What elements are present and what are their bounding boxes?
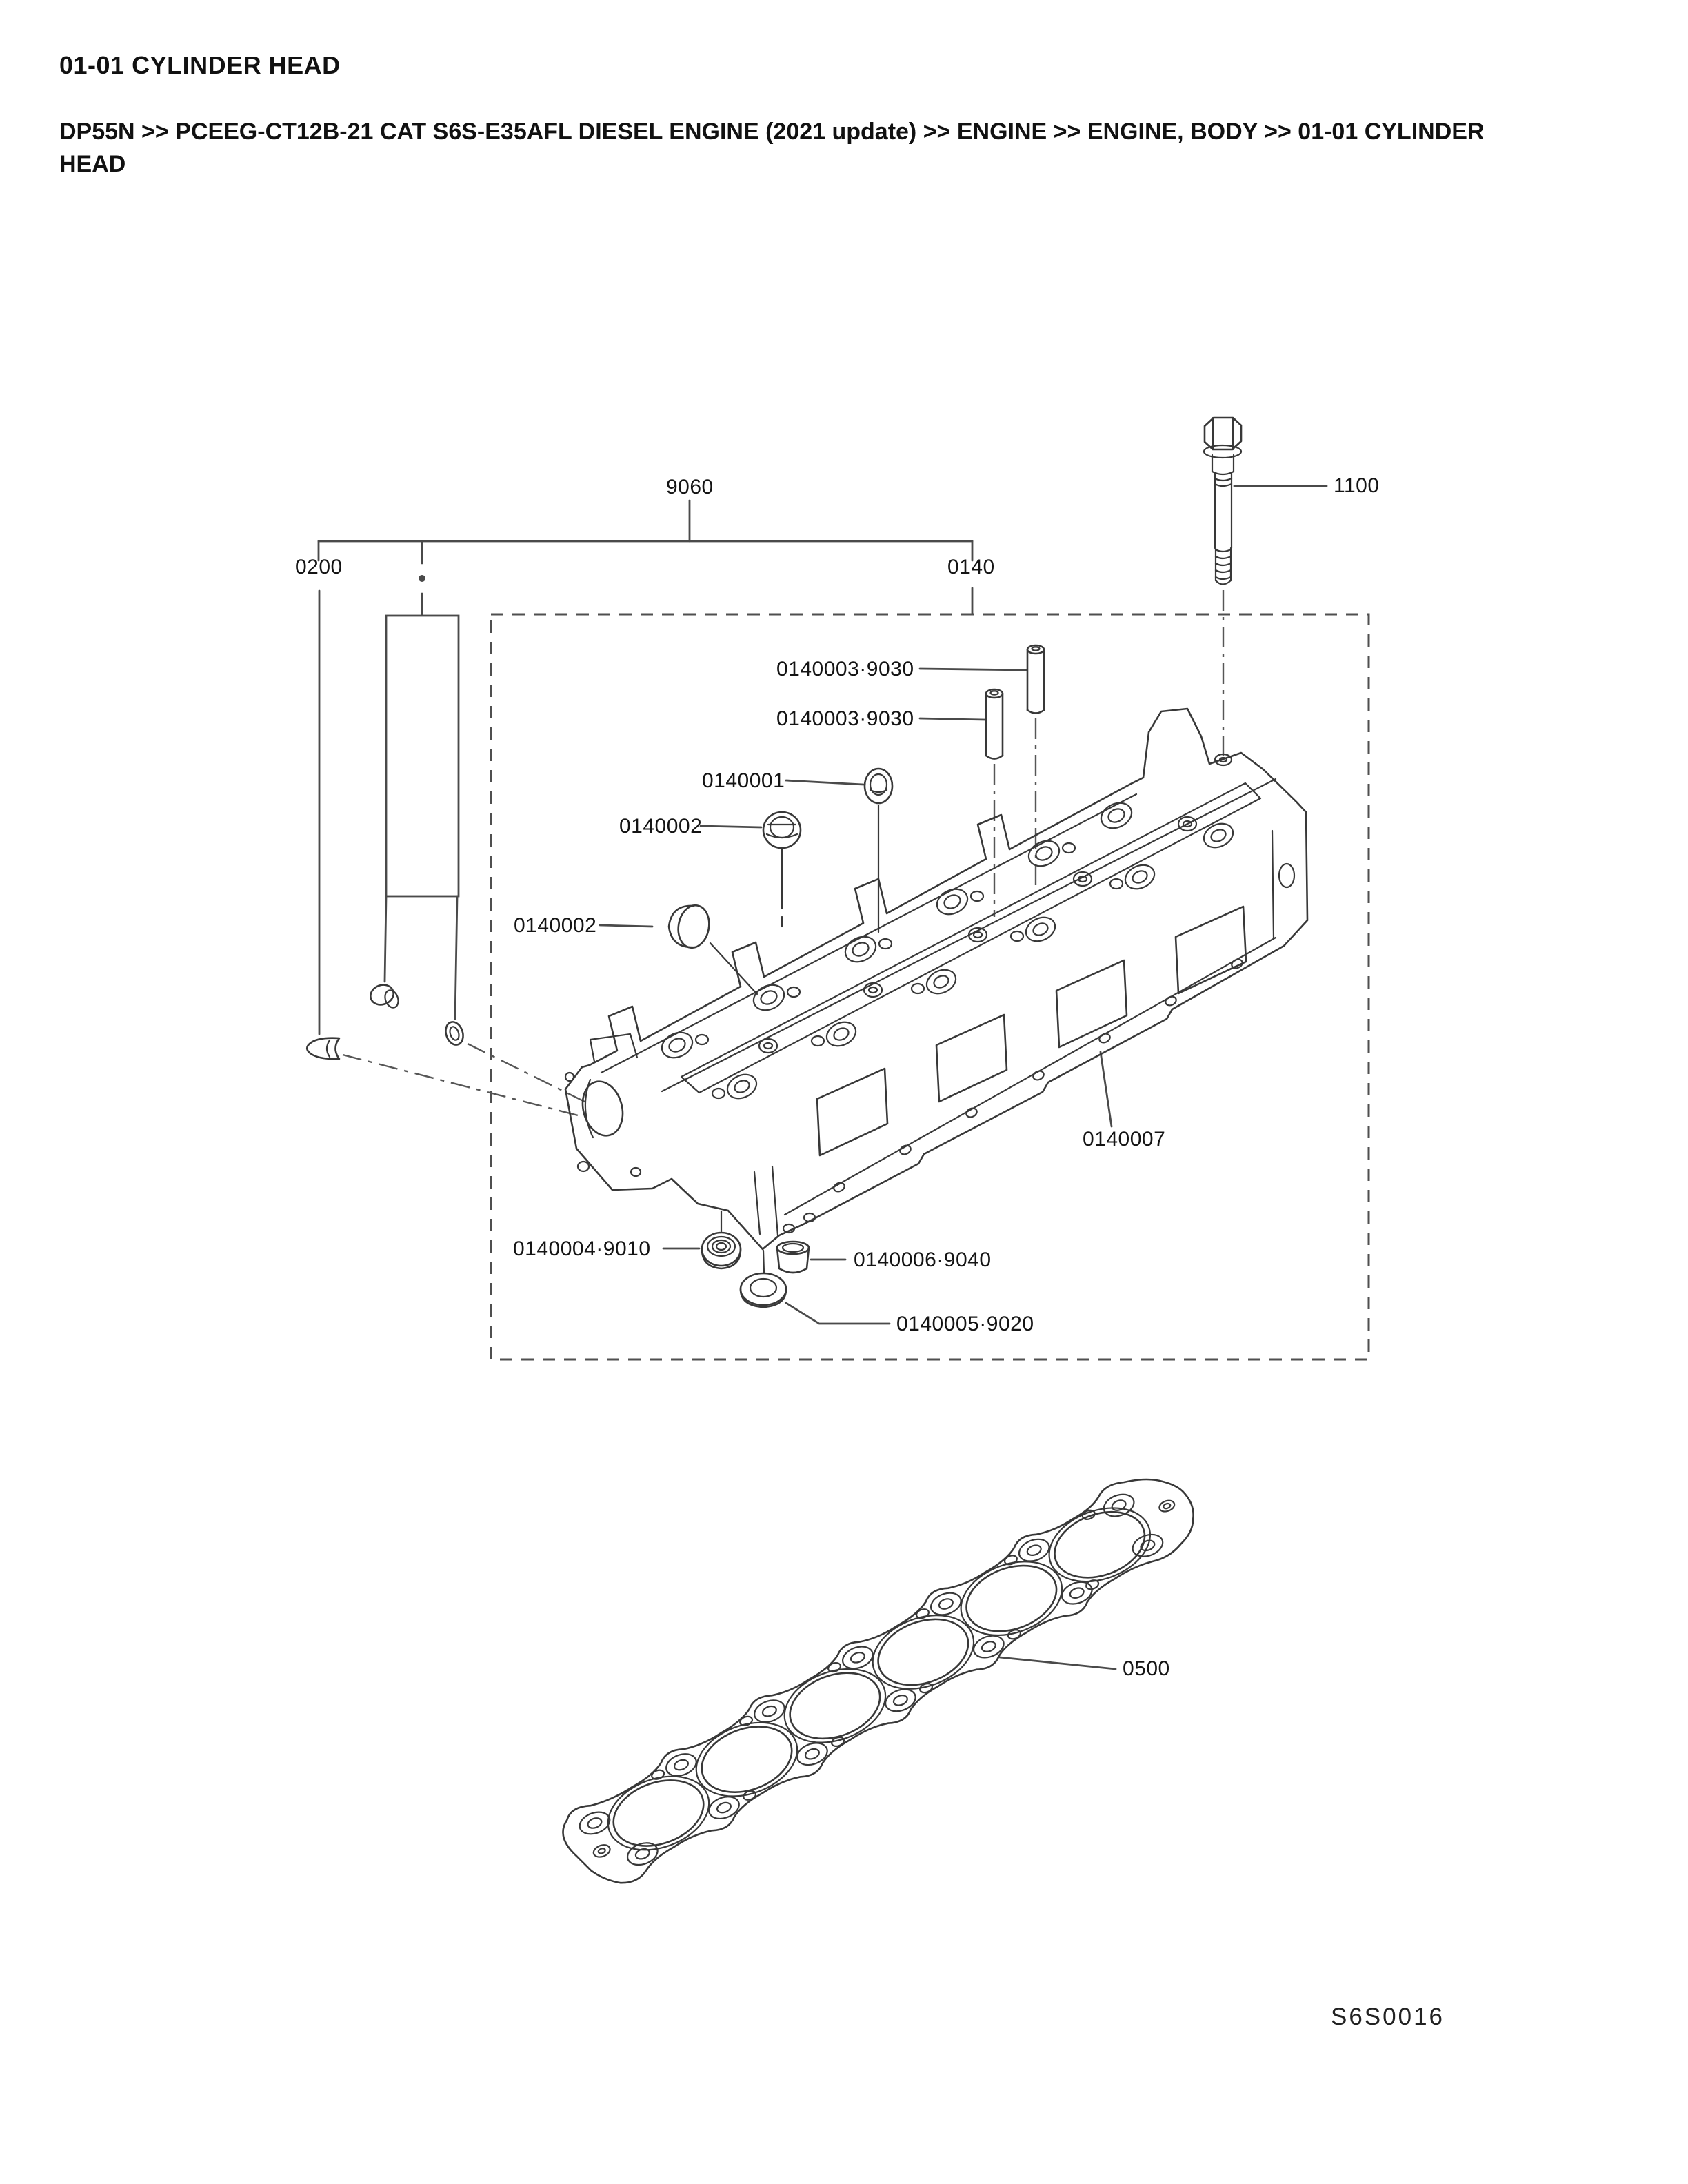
callout-0140007[interactable]: 0140007 <box>1083 1128 1166 1151</box>
callout-bracket-lines <box>317 499 974 1035</box>
valve-seat-circles-rear <box>661 802 1133 1059</box>
breadcrumb-line-1[interactable]: DP55N >> PCEEG-CT12B-21 CAT S6S-E35AFL D… <box>59 119 1485 145</box>
part-leader-lines <box>342 485 1328 1670</box>
callout-0200[interactable]: 0200 <box>295 556 343 578</box>
valve-seal-0140001-drawing <box>863 767 894 805</box>
small-washer-drawing <box>445 1021 464 1046</box>
head-bolt-drawing <box>1203 416 1243 585</box>
valve-guide-b-drawing <box>985 688 1004 760</box>
dashed-assembly-box <box>490 613 1370 1361</box>
callout-0140[interactable]: 0140 <box>947 556 995 578</box>
callout-0500[interactable]: 0500 <box>1123 1657 1170 1680</box>
callout-1100[interactable]: 1100 <box>1334 474 1380 497</box>
page-title: 01-01 CYLINDER HEAD <box>59 51 341 79</box>
figure-code: S6S0016 <box>1331 2003 1445 2030</box>
cylinder-head-drawing <box>564 707 1309 1251</box>
callout-0140006-9040[interactable]: 0140006·9040 <box>854 1248 992 1271</box>
cup-plug-0140002-drawing <box>667 904 710 949</box>
callout-0140005-9020[interactable]: 0140005·9020 <box>896 1313 1034 1335</box>
injector-bores <box>758 816 1198 1054</box>
valve-guide-a-drawing <box>1026 644 1045 714</box>
assembly-center-lines <box>709 590 1225 1274</box>
valve-seal-0140002-drawing <box>762 811 802 849</box>
gasket-cylinder-bores <box>590 1493 1169 1865</box>
mushroom-plug-drawing <box>370 984 399 1009</box>
breadcrumb-line-2[interactable]: HEAD <box>59 151 126 177</box>
exhaust-port-windows <box>816 905 1247 1157</box>
callout-0140001[interactable]: 0140001 <box>702 769 785 792</box>
gasket-bolt-holes <box>571 1486 1178 1878</box>
head-gasket-drawing <box>547 1459 1218 1894</box>
cup-0140006-drawing <box>776 1240 810 1274</box>
flange-bolt-holes <box>833 958 1243 1193</box>
front-corner-studs <box>753 1165 816 1237</box>
callout-0140003-9030-b[interactable]: 0140003·9030 <box>776 707 914 730</box>
callout-0140003-9030-a[interactable]: 0140003·9030 <box>776 658 914 680</box>
callout-0140002-a[interactable]: 0140002 <box>619 815 703 838</box>
ring-0140005-drawing <box>739 1272 787 1308</box>
callout-0140004-9010[interactable]: 0140004·9010 <box>513 1237 651 1260</box>
head-bolt-hole <box>1214 753 1233 767</box>
gasket-water-holes <box>565 1473 1198 1879</box>
callout-9060[interactable]: 9060 <box>666 476 714 498</box>
front-boss <box>564 1033 642 1177</box>
breadcrumb: DP55N >> PCEEG-CT12B-21 CAT S6S-E35AFL D… <box>59 116 1597 181</box>
callout-0140002-b[interactable]: 0140002 <box>514 914 597 937</box>
bushing-0140004-drawing <box>701 1231 742 1270</box>
valve-seat-circles-front <box>711 822 1234 1100</box>
tapered-plug-drawing <box>305 1037 341 1060</box>
